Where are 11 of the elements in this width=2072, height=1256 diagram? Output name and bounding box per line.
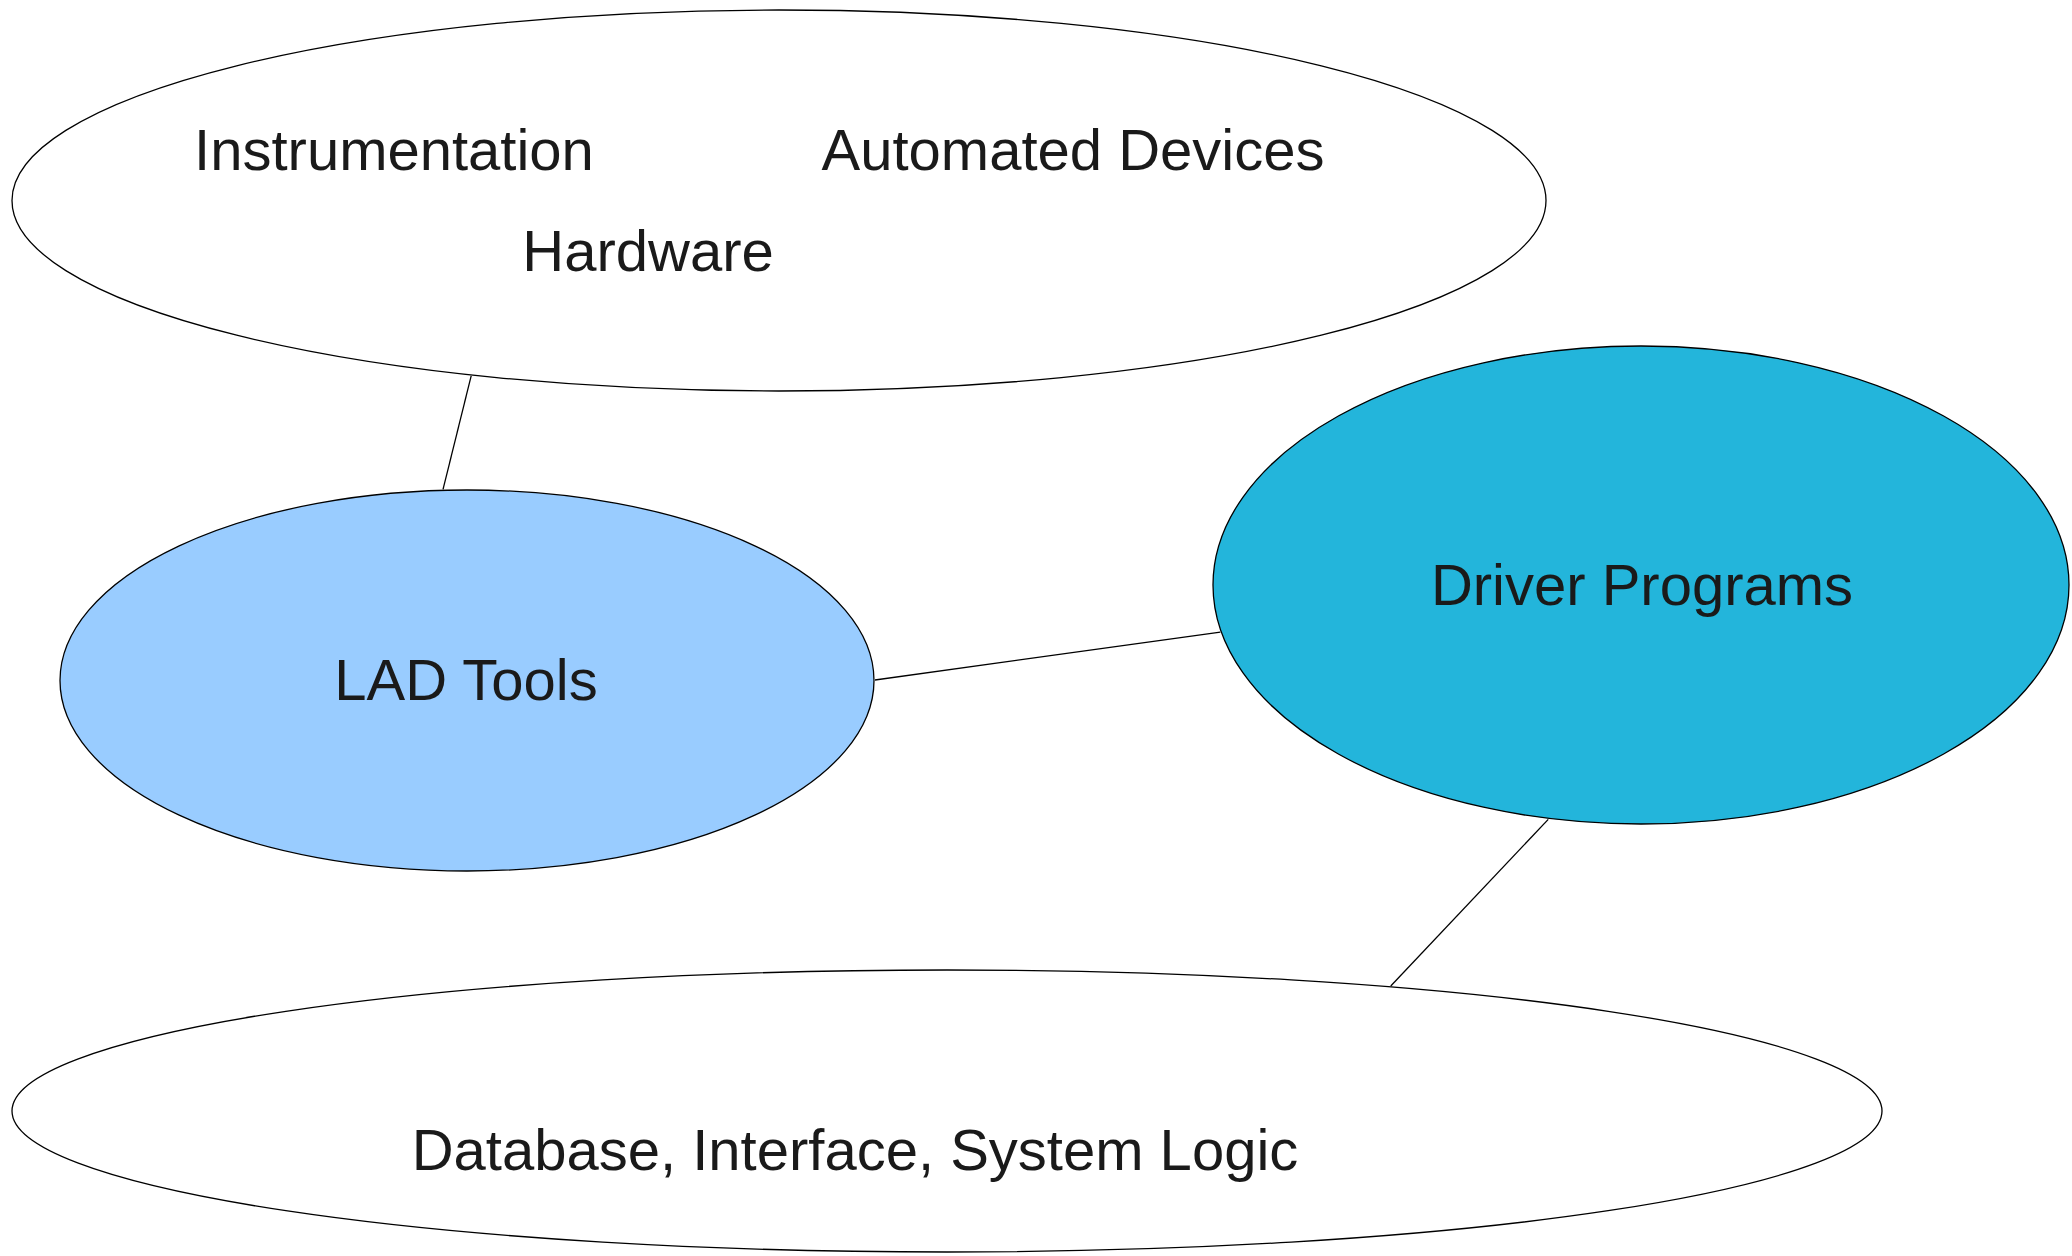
connector-line	[442, 375, 472, 490]
ellipse-node	[11, 969, 1883, 1253]
node-label: LAD Tools	[334, 651, 598, 709]
ellipse-node	[59, 489, 875, 872]
connector-line	[874, 631, 1221, 681]
ellipse-node	[11, 9, 1547, 392]
ellipse-node	[1212, 345, 2070, 825]
node-label: Automated Devices	[821, 121, 1325, 179]
node-label: Hardware	[522, 222, 774, 280]
connector-line	[1390, 818, 1549, 987]
node-label: Instrumentation	[194, 121, 594, 179]
